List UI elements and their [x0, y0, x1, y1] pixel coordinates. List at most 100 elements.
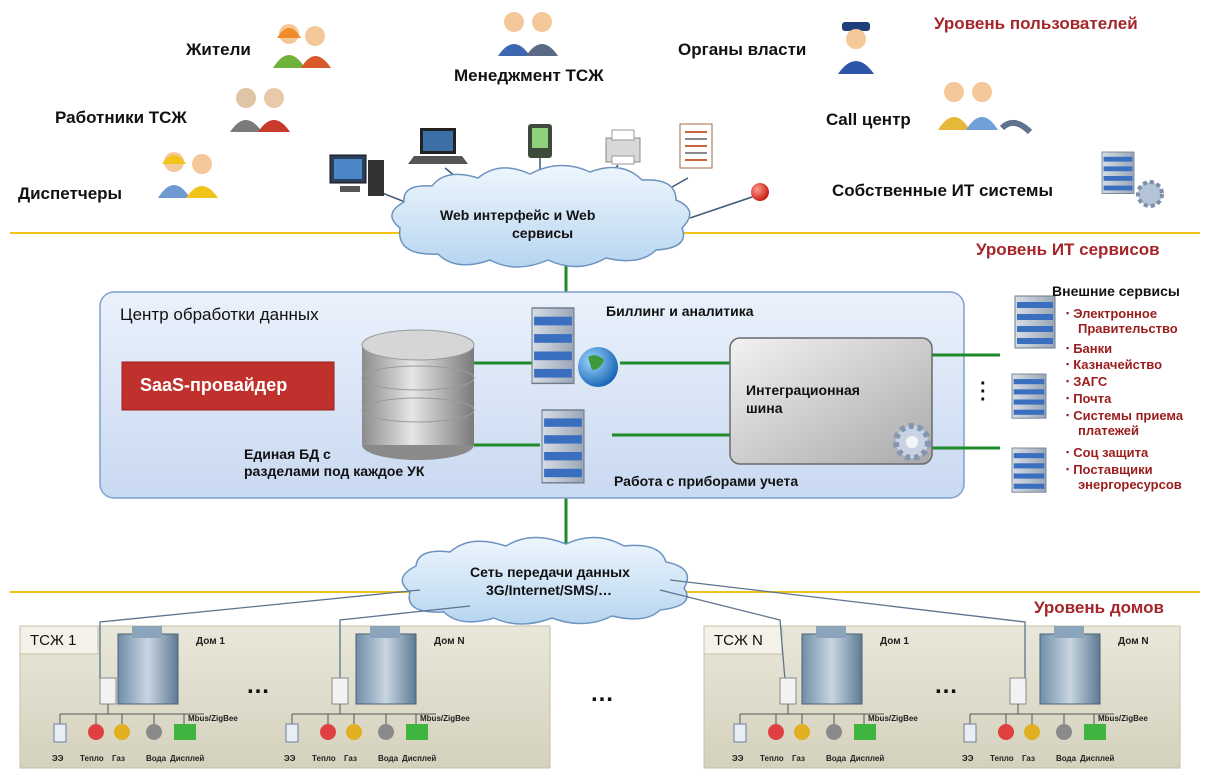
service-item-post: Почта [1066, 391, 1111, 408]
meter-label-water: Вода [146, 754, 167, 763]
red-dot-icon [751, 183, 769, 201]
net-cloud-line2: 3G/Internet/SMS/… [486, 582, 613, 598]
service-item-social: Соц защита [1066, 445, 1148, 462]
laptop-icon [408, 128, 468, 164]
service-item-banks: Банки [1066, 341, 1112, 358]
meter-label-heat: Тепло [990, 754, 1014, 763]
callcenter-icon [938, 82, 1033, 135]
saas-provider-box [121, 361, 335, 411]
database-icon [361, 329, 475, 460]
service-item-payments-line2: платежей [1078, 423, 1140, 438]
management-label: Менеджмент ТСЖ [454, 66, 604, 85]
building-2-icon [355, 626, 417, 705]
external-server-3-icon [1011, 447, 1047, 493]
document-icon [679, 123, 713, 169]
external-services-title: Внешние сервисы [1052, 283, 1180, 299]
houses-level-label: Уровень домов [1034, 598, 1164, 617]
building-4-icon [1039, 626, 1101, 705]
own-it-systems-icon [1101, 151, 1164, 208]
houseN-label-a: Дом N [434, 636, 465, 647]
meter-label-display: Дисплей [402, 754, 437, 763]
external-server-2-icon [1011, 373, 1047, 419]
web-cloud-line1: Web интерфейс и Web [440, 207, 596, 223]
tszhN-panel [703, 625, 1181, 769]
police-icon [838, 22, 874, 74]
bus-label-2: Mbus/ZigBee [420, 714, 470, 723]
integration-bus-box [729, 337, 933, 465]
houseN-label-b: Дом N [1118, 636, 1149, 647]
service-item-energy: Поставщики [1066, 462, 1152, 479]
house1-label-b: Дом 1 [880, 636, 909, 647]
residents-label: Жители [186, 40, 251, 59]
datacenter-title: Центр обработки данных [120, 305, 319, 324]
network-cloud [401, 536, 689, 625]
meter-label-heat: Тепло [80, 754, 104, 763]
meter-tree-2 [285, 677, 436, 743]
external-server-1-icon [1014, 295, 1056, 349]
db-label-line2: разделами под каждое УК [244, 463, 425, 479]
globe-land [588, 355, 604, 370]
users-level-label: Уровень пользователей [934, 14, 1138, 33]
dispatchers-label: Диспетчеры [18, 184, 123, 203]
bus-label-4: Mbus/ZigBee [1098, 714, 1148, 723]
meter-label-ee: ЭЭ [52, 754, 64, 763]
bus-label-line2: шина [746, 400, 783, 416]
service-item-egov-line2: Правительство [1078, 321, 1178, 336]
dc-links [474, 353, 1000, 450]
pda-icon [528, 124, 552, 158]
service-item-zags: ЗАГС [1066, 374, 1107, 391]
meters-label: Работа с приборами учета [614, 473, 799, 489]
callcenter-label: Call центр [826, 110, 911, 129]
service-item-treasury: Казначейство [1066, 357, 1162, 374]
meter-tree-3 [733, 677, 884, 743]
printer-icon [605, 129, 641, 165]
meter-label-water: Вода [1056, 754, 1077, 763]
web-cloud [391, 164, 691, 268]
houses-ellipsis-1: … [246, 672, 272, 699]
house1-label-a: Дом 1 [196, 636, 225, 647]
meter-label-gas: Газ [792, 754, 805, 763]
workers-icon [230, 88, 290, 132]
meter-label-display: Дисплей [850, 754, 885, 763]
meter-label-water: Вода [378, 754, 399, 763]
residents-icon [273, 24, 331, 68]
web-cloud-line2: сервисы [512, 225, 574, 241]
management-icon [498, 12, 558, 56]
it-level-label: Уровень ИТ сервисов [976, 240, 1160, 259]
meter-tree-4 [963, 677, 1114, 743]
meter-tree-1 [53, 677, 204, 743]
service-item-egov: Электронное [1066, 306, 1157, 323]
billing-label: Биллинг и аналитика [606, 303, 754, 319]
gear-icon [893, 423, 931, 461]
net-cloud-line1: Сеть передачи данных [470, 564, 630, 580]
meter-label-display: Дисплей [170, 754, 205, 763]
bus-label-line1: Интеграционная [746, 382, 860, 398]
db-label-line1: Единая БД с [244, 446, 331, 462]
network-lines [99, 579, 1026, 681]
meter-label-heat: Тепло [312, 754, 336, 763]
meter-label-gas: Газ [112, 754, 125, 763]
workers-label: Работники ТСЖ [55, 108, 187, 127]
groups-ellipsis: … [590, 680, 616, 707]
bus-label-3: Mbus/ZigBee [868, 714, 918, 723]
tszhN-label: ТСЖ N [714, 632, 763, 649]
meter-label-water: Вода [826, 754, 847, 763]
saas-provider-label: SaaS-провайдер [140, 375, 288, 395]
service-item-energy-line2: энергоресурсов [1078, 477, 1182, 492]
own-it-label: Собственные ИТ системы [832, 181, 1053, 200]
tszhN-tab [703, 625, 783, 655]
desktop-computer-icon [329, 154, 384, 196]
bus-label-1: Mbus/ZigBee [188, 714, 238, 723]
meter-label-ee: ЭЭ [732, 754, 744, 763]
houses-ellipsis-2: … [934, 672, 960, 699]
service-item-payments: Системы приема [1066, 408, 1183, 425]
meter-label-display: Дисплей [1080, 754, 1115, 763]
building-1-icon [117, 626, 179, 705]
building-3-icon [801, 626, 863, 705]
meter-label-heat: Тепло [760, 754, 784, 763]
authorities-label: Органы власти [678, 40, 807, 59]
meter-label-gas: Газ [1022, 754, 1035, 763]
meters-server-icon [541, 409, 585, 484]
meter-label-ee: ЭЭ [284, 754, 296, 763]
